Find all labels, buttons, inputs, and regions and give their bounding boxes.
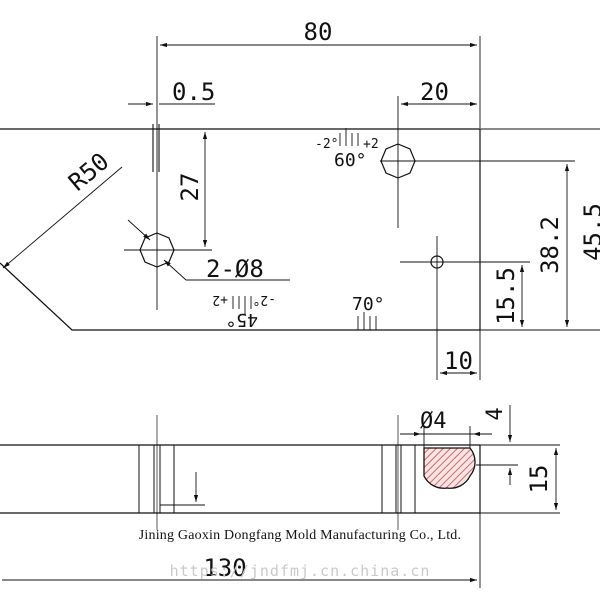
angle-45-tol-minus: -2° (253, 292, 276, 307)
dimension-10 (436, 330, 481, 380)
dimension-27 (160, 132, 212, 251)
dimension-4 (476, 405, 518, 485)
angle-note-45: 45° -2° +2 (212, 292, 276, 330)
dimension-d4 (400, 426, 492, 448)
dimension-20 (397, 96, 477, 128)
dim-4-label: 4 (483, 407, 508, 420)
angle-note-60: -2° +2 60° (315, 128, 379, 171)
callout-2-d8-label: 2-Ø8 (206, 255, 264, 283)
watermark-text: https://jndfmj.cn.china.cn (169, 562, 431, 580)
bore-holes (139, 143, 444, 269)
angle-note-70: 70° (352, 294, 385, 330)
dim-15-5-label: 15.5 (492, 267, 520, 325)
company-caption: Jining Gaoxin Dongfang Mold Manufacturin… (138, 528, 462, 543)
hatched-section (423, 447, 476, 489)
angle-45-ticks (232, 296, 252, 314)
dim-d4-label: Ø4 (420, 409, 447, 434)
dim-20-label: 20 (420, 78, 449, 106)
bore-hole-right (380, 143, 416, 179)
angle-60-ticks (339, 128, 359, 146)
dim-38-2-label: 38.2 (536, 216, 564, 274)
angle-60-tol-minus: -2° (315, 137, 338, 152)
dimension-130 (2, 513, 481, 588)
dim-15-label: 15 (525, 465, 553, 494)
groove-mark (152, 124, 160, 172)
angle-70-ticks (357, 312, 377, 330)
angle-45-tol-plus: +2 (212, 292, 228, 307)
dim-0-5-label: 0.5 (172, 78, 215, 106)
dimension-38-2 (420, 160, 575, 327)
pin-hole (430, 255, 444, 269)
angle-70-value: 70° (352, 294, 385, 315)
center-lines (124, 128, 480, 330)
dim-r50-label: R50 (63, 147, 114, 196)
dimension-r50 (2, 166, 123, 269)
dim-27-label: 27 (176, 173, 204, 202)
dim-45-5-label: 45.5 (579, 203, 600, 261)
side-view-bore-lines (138, 415, 416, 530)
dimension-15-5 (480, 261, 530, 327)
dim-130-label: 130 (203, 554, 246, 582)
dimension-80 (156, 36, 481, 128)
side-view-small-dim (160, 472, 205, 506)
side-view-outline (0, 444, 560, 514)
angle-60-value: 60° (334, 150, 367, 171)
bore-hole-left (139, 232, 175, 268)
callout-2-d8 (127, 219, 290, 281)
angle-45-value: 45° (225, 309, 258, 330)
dim-10-label: 10 (444, 347, 473, 375)
dim-80-label: 80 (304, 18, 333, 46)
angle-60-tol-plus: +2 (363, 137, 379, 152)
